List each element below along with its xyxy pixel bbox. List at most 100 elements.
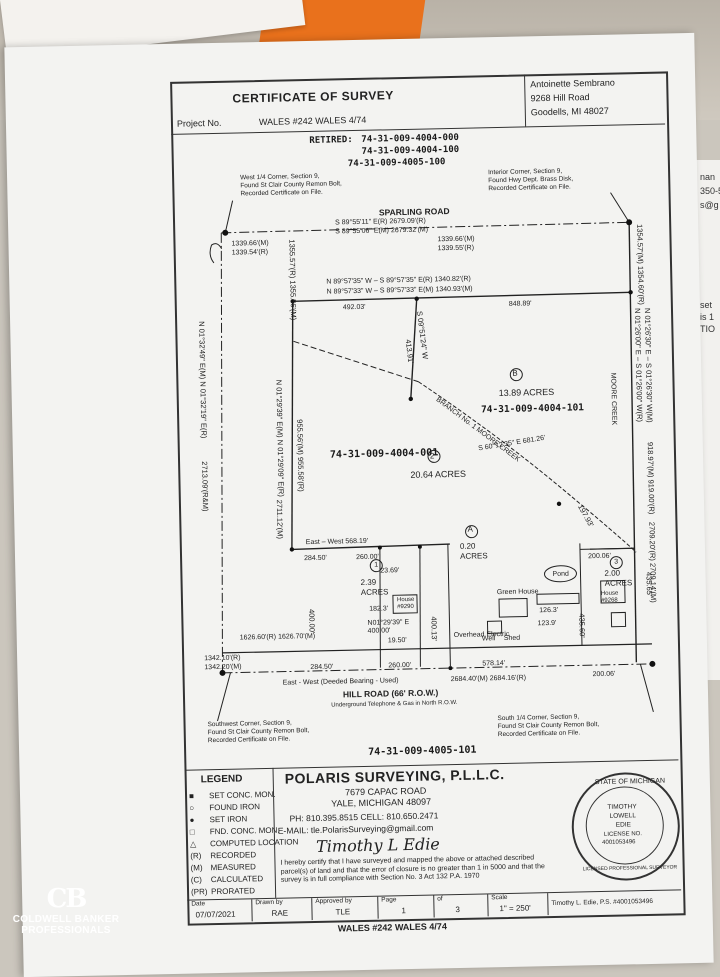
dist-413: 413.91' — [403, 338, 416, 365]
top-mid-dist-1: 1339.66'(M) — [437, 235, 475, 244]
drawn-by: RAE — [271, 908, 289, 918]
east-line — [628, 222, 638, 663]
company-address: 7679 CAPAC ROAD — [344, 785, 427, 798]
dist-1342-m: 1342.20'(M) — [204, 663, 242, 672]
dist-492: 492.03' — [342, 303, 366, 312]
house-9268: House #9268 — [600, 590, 619, 604]
dist-1342-r: 1342.10'(R) — [204, 654, 241, 663]
adjacent-text: 350-5 — [700, 186, 720, 196]
parcel-2-acres: 20.64 ACRES — [410, 468, 467, 480]
house-9290: House #9290 — [396, 596, 415, 611]
dist-955: 955.56'(M) 955.58'(R) — [295, 419, 306, 492]
surveyor-signature: Timothy L Edie — [315, 834, 440, 856]
small-dist-400: 400.00' — [367, 627, 391, 635]
legend-title: LEGEND — [200, 773, 243, 786]
top-left-dist-1: 1339.66'(M) — [231, 239, 269, 248]
dist-284-b: 284.50' — [310, 663, 334, 672]
dist-260-b: 260.00' — [388, 661, 412, 670]
set-iron-icon: ● — [189, 815, 195, 825]
west-length: 2713.09'(R&M) — [200, 461, 211, 512]
cb-mark: CB — [46, 884, 88, 914]
pond-label: Pond — [552, 570, 569, 578]
computed-location-icon: △ — [189, 839, 197, 849]
approved-by: TLE — [335, 907, 351, 917]
west-bearing-2: N 01°29'39" E(M) N 01°29'09" E(R) — [274, 379, 286, 497]
east-bearing-2: N 01°26'30" E – S 01°26'30" W(M) — [642, 307, 655, 423]
sparling-road-line — [221, 221, 632, 234]
top-left-dist-2: 1339.54'(R) — [231, 248, 269, 257]
dist-284-a: 284.50' — [304, 554, 327, 563]
seal-name-1: TIMOTHY — [607, 803, 637, 811]
adjacent-text: nan — [700, 172, 716, 182]
dist-182: 182.3' — [369, 605, 389, 613]
west-parcel-line — [291, 301, 294, 550]
dist-2711: 2711.12'(M) — [274, 499, 285, 539]
dist-1354: 1354.57'(M) 1354.60'(R) — [635, 223, 646, 305]
dist-1355: 1355.57'(R) 1355.56'(M) — [287, 239, 299, 321]
dist-918: 918.97'(M) 919.00'(R) — [645, 441, 657, 515]
drawing-scale: 1" = 250' — [499, 903, 531, 914]
survey-sheet: CERTIFICATE OF SURVEY Project No. WALES … — [170, 71, 686, 939]
survey-page: CERTIFICATE OF SURVEY Project No. WALES … — [4, 32, 714, 977]
dist-200-a: 200.06' — [588, 552, 611, 561]
moore-creek-label: MOORE CREEK — [609, 372, 618, 426]
parcel-1-acres: 2.39 ACRES — [360, 577, 389, 597]
south-corner-note: South 1/4 Corner, Section 9,Found St Cla… — [497, 713, 600, 739]
seal-name-2: LOWELL — [609, 812, 637, 820]
brand-line-1: COLDWELL BANKER — [12, 914, 120, 925]
adjacent-text: s@g — [700, 200, 719, 210]
seal-number: 4001053496 — [602, 839, 636, 846]
parcel-1-marker: 1 — [374, 561, 379, 569]
dist-23: 23.69' — [380, 567, 400, 575]
parcel-b-acres: 13.89 ACRES — [498, 386, 555, 399]
sparling-road-label: SPARLING ROAD — [378, 206, 450, 218]
fnd-conc-mon-icon: □ — [189, 827, 195, 837]
parcel-a-acres: 0.20 ACRES — [459, 541, 488, 561]
dist-435b: 435.60' — [577, 613, 587, 638]
page-number: 1 — [401, 906, 407, 916]
west-section-line — [220, 232, 223, 673]
seal-state: STATE OF MICHIGAN — [594, 777, 666, 787]
surveyor-seal: STATE OF MICHIGAN TIMOTHY LOWELL EDIE LI… — [570, 771, 681, 882]
survey-date: 07/07/2021 — [195, 909, 236, 920]
dist-578: 578.14' — [482, 659, 506, 668]
dist-435: 435.65' — [644, 571, 654, 597]
dist-260-a: 260.00' — [356, 553, 379, 562]
dist-200-b: 200.06' — [592, 670, 616, 679]
coldwell-banker-logo: CB COLDWELL BANKER PROFESSIONALS — [4, 884, 128, 936]
parcel-3-marker: 3 — [614, 558, 619, 566]
dist-400-a: 400.00' — [307, 608, 317, 634]
east-bearing: N 01°26'00" E – S 01°26'00" W(R) — [632, 308, 645, 423]
brand-line-2: PROFESSIONALS — [21, 925, 111, 936]
page-count: 3 — [455, 904, 461, 915]
east-west-568: East – West 568.19' — [305, 537, 369, 547]
dist-400c: 400.13' — [429, 616, 439, 641]
north-line — [292, 291, 631, 303]
dist-848: 848.89' — [508, 300, 532, 308]
dist-123: 123.9' — [537, 619, 557, 628]
seal-name-3: EDIE — [615, 821, 632, 829]
hill-road-line — [222, 663, 653, 674]
small-bearing: N01°29'39" E — [367, 618, 410, 627]
parcel-a-marker: A — [467, 524, 473, 534]
parcel-3-acres: 2.00 ACRES — [604, 568, 633, 588]
hill-road-label: HILL ROAD (66' R.O.W.) — [342, 687, 439, 700]
plat-drawing — [209, 192, 656, 722]
top-mid-dist-2: 1339.55'(R) — [437, 244, 475, 253]
seal-license: LICENSE NO. — [603, 831, 643, 838]
creek-line — [418, 381, 637, 553]
adjacent-text: is 1 — [700, 312, 715, 322]
set-conc-mon-icon: ■ — [188, 791, 194, 801]
dist-126: 126.3' — [539, 606, 559, 615]
adjacent-text: set — [700, 300, 713, 310]
adjacent-text: TIO — [700, 324, 715, 334]
parcel-b-marker: B — [512, 368, 518, 378]
west-bearing: N 01°32'49" E(M) N 01°32'19" E(R) — [197, 321, 209, 439]
shed-label: Shed — [503, 634, 521, 642]
southwest-corner-note: Southwest Corner, Section 9,Found St Cla… — [207, 719, 310, 745]
found-iron-icon: ○ — [189, 803, 195, 813]
green-house: Green House — [496, 588, 539, 597]
dist-19: 19.50' — [387, 637, 407, 645]
well-label: Well — [481, 635, 496, 643]
surveyor-license: Timothy L. Edie, P.S. #4001053496 — [551, 897, 653, 908]
